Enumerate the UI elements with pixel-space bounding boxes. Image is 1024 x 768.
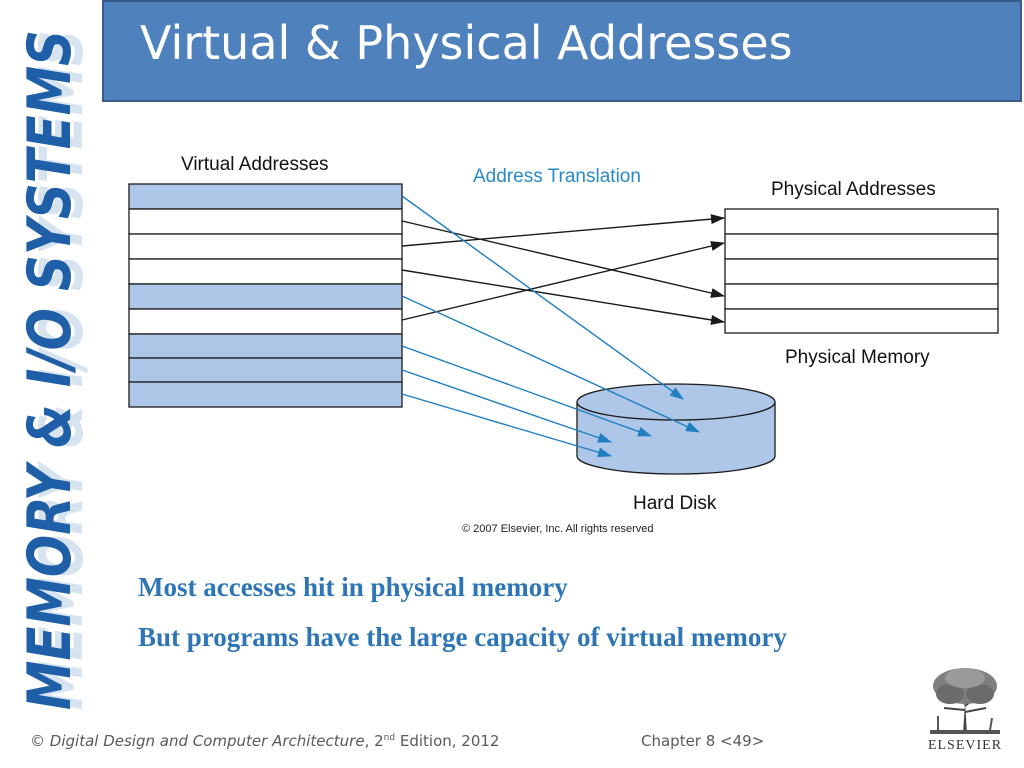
virtual-page-1: [128, 208, 403, 235]
elsevier-logo: ELSEVIER: [920, 664, 1010, 756]
physical-page-3: [724, 283, 999, 310]
arrow-vpage5-to-ppage1: [401, 241, 725, 321]
virtual-page-0: [128, 183, 403, 210]
virtual-page-3: [128, 258, 403, 285]
address-translation-label: Address Translation: [473, 166, 641, 187]
slide-title: Virtual & Physical Addresses: [140, 16, 793, 70]
section-side-label: MEMORY & I/O SYSTEMS MEMORY & I/O SYSTEM…: [12, 20, 102, 720]
virtual-page-7: [128, 357, 403, 383]
bullet-item: But programs have the large capacity of …: [138, 622, 787, 652]
virtual-page-4: [128, 283, 403, 310]
chapter-slide-number: Chapter 8 <49>: [641, 732, 765, 750]
arrow-vpage2-to-ppage0: [401, 214, 725, 247]
arrow-vpage7-to-disk: [401, 369, 612, 443]
arrow-vpage6-to-disk: [401, 345, 652, 437]
physical-page-1: [724, 233, 999, 260]
physical-page-4: [724, 308, 999, 334]
physical-addresses-label: Physical Addresses: [771, 179, 936, 200]
hard-disk-label: Hard Disk: [633, 493, 717, 514]
side-label-text: MEMORY & I/O SYSTEMS: [15, 30, 85, 710]
book-title: Digital Design and Computer Architecture: [49, 732, 365, 750]
side-label-reflection: MEMORY & I/O SYSTEMS: [27, 30, 97, 710]
physical-memory-label: Physical Memory: [785, 347, 930, 368]
hard-disk-cylinder: [576, 383, 776, 475]
publisher-name: ELSEVIER: [927, 738, 1003, 753]
virtual-page-6: [128, 333, 403, 359]
arrow-vpage3-to-ppage4: [401, 269, 725, 325]
tree-icon: [920, 666, 1010, 736]
arrow-vpage0-to-disk: [401, 195, 684, 400]
edition-number: 2: [374, 732, 384, 750]
memory-mapping-arrows: [401, 214, 725, 325]
disk-body: [576, 402, 776, 475]
virtual-page-2: [128, 233, 403, 260]
copyright-symbol: ©: [30, 732, 45, 750]
figure-copyright: © 2007 Elsevier, Inc. All rights reserve…: [462, 523, 654, 535]
bullet-list: Most accesses hit in physical memory But…: [138, 562, 787, 662]
edition-rest: Edition, 2012: [395, 732, 500, 750]
bullet-item: Most accesses hit in physical memory: [138, 572, 568, 602]
virtual-addresses-label: Virtual Addresses: [181, 154, 329, 175]
arrow-vpage1-to-ppage3: [401, 220, 725, 298]
footer-citation: © Digital Design and Computer Architectu…: [30, 732, 500, 750]
physical-page-0: [724, 208, 999, 235]
edition-suffix: nd: [383, 733, 396, 743]
virtual-page-5: [128, 308, 403, 335]
arrow-vpage8-to-disk: [401, 393, 612, 458]
virtual-page-8: [128, 381, 403, 408]
physical-page-2: [724, 258, 999, 285]
virtual-address-table: [128, 183, 403, 408]
disk-top: [576, 383, 776, 421]
arrow-vpage4-to-disk: [401, 295, 700, 433]
title-bar: Virtual & Physical Addresses: [102, 0, 1022, 102]
physical-memory-table: [724, 208, 999, 334]
disk-mapping-arrows: [401, 195, 700, 458]
